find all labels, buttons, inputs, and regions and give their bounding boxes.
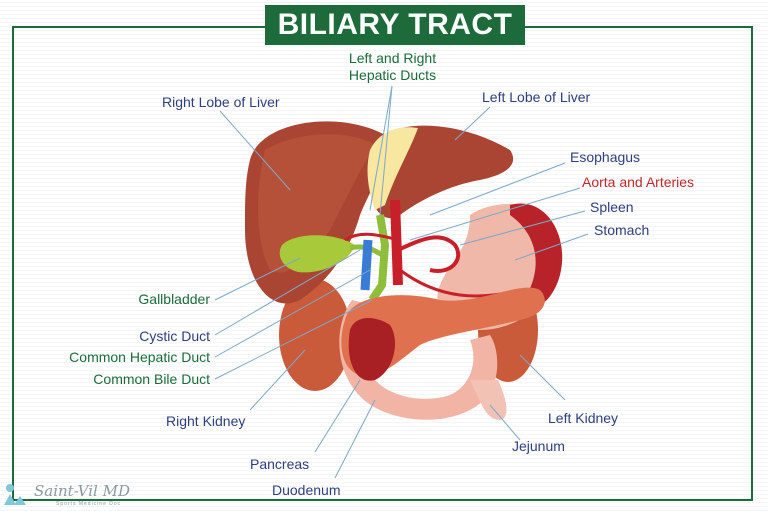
portal-vein-shape bbox=[360, 239, 373, 291]
label-stomach: Stomach bbox=[594, 222, 650, 238]
label-hepatic-ducts-line2: Hepatic Ducts bbox=[348, 67, 437, 83]
label-left-lobe: Left Lobe of Liver bbox=[482, 89, 591, 105]
label-right-kidney: Right Kidney bbox=[166, 413, 246, 429]
logo-mark bbox=[4, 484, 26, 505]
label-common-hepatic-duct: Common Hepatic Duct bbox=[69, 349, 210, 365]
label-esophagus: Esophagus bbox=[570, 149, 641, 165]
duodenum-shape bbox=[339, 300, 498, 420]
label-cystic-duct: Cystic Duct bbox=[139, 328, 210, 344]
label-hepatic-ducts-line1: Left and Right bbox=[348, 50, 437, 66]
label-spleen: Spleen bbox=[590, 199, 634, 215]
logo-name: Saint-Vil MD bbox=[34, 482, 130, 500]
spleen-shape bbox=[510, 203, 563, 309]
logo-tagline: Sports Medicine Doc bbox=[56, 501, 122, 507]
label-common-bile-duct: Common Bile Duct bbox=[93, 371, 210, 387]
label-left-kidney: Left Kidney bbox=[548, 410, 619, 426]
label-right-lobe: Right Lobe of Liver bbox=[162, 94, 280, 110]
label-gallbladder: Gallbladder bbox=[138, 291, 210, 307]
label-duodenum: Duodenum bbox=[272, 482, 341, 498]
right-kidney-shape bbox=[279, 279, 351, 391]
label-jejunum: Jejunum bbox=[512, 438, 565, 454]
label-pancreas: Pancreas bbox=[250, 456, 310, 472]
bile-duct-shape bbox=[368, 214, 390, 303]
diagram-title: BILIARY TRACT bbox=[265, 5, 525, 45]
label-hepatic-ducts: Left and Right Hepatic Ducts bbox=[335, 50, 450, 84]
gallbladder-shape bbox=[279, 235, 355, 273]
aorta-shape bbox=[390, 199, 403, 286]
label-aorta: Aorta and Arteries bbox=[582, 174, 695, 190]
jejunum-shape bbox=[470, 380, 507, 420]
